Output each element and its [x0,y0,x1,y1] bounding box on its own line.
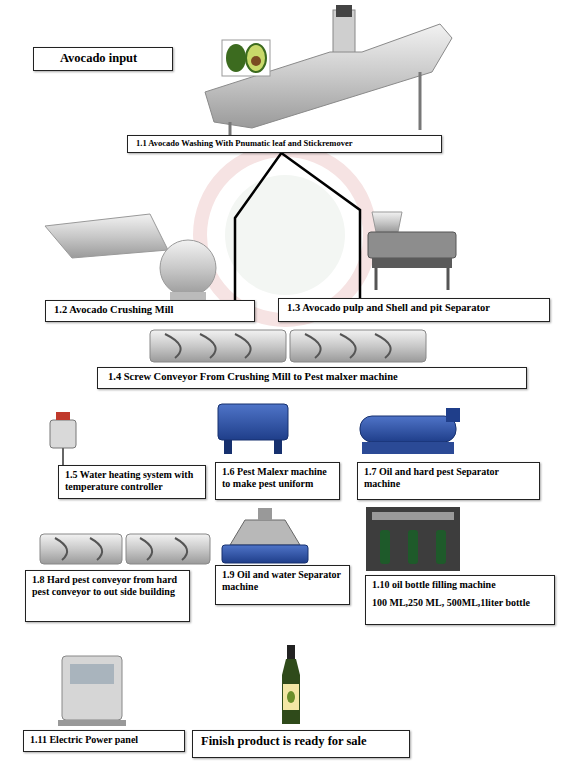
separator-bowl [230,520,300,545]
process-box: 1.7 Oil and hard pest Separator machine [357,462,540,500]
decanter-motor [446,408,460,422]
box-label: 1.1 Avocado Washing With Pnumatic leaf a… [136,138,435,148]
oil-bottle [380,530,390,564]
bottle-label-avocado [287,691,295,703]
machine-leg [229,122,232,135]
box-label: 1.4 Screw Conveyor From Crushing Mill to… [108,371,520,384]
box-note: 100 ML,250 ML, 500ML,1liter bottle [372,597,548,609]
box-label: 1.11 Electric Power panel [30,734,178,746]
machine-motor [336,5,352,17]
process-box: 1.10 oil bottle filling machine 100 ML,25… [365,575,555,625]
decanter [360,416,456,442]
panel-screen [70,664,114,684]
process-box: 1.2 Avocado Crushing Mill [45,300,255,322]
mixer-leg [224,440,232,454]
process-box: Finish product is ready for sale [192,730,410,758]
oil-bottle [408,530,418,564]
box-label: Finish product is ready for sale [201,734,403,749]
mill-hopper [45,214,168,258]
screw-conveyor [150,330,286,362]
process-box: 1.1 Avocado Washing With Pnumatic leaf a… [127,135,442,153]
separator-hopper [372,212,402,232]
process-box: 1.8 Hard pest conveyor from hard pest co… [25,570,190,622]
pulp-separator [368,232,456,258]
process-box: 1.4 Screw Conveyor From Crushing Mill to… [97,367,527,389]
mill-base [170,292,206,300]
bottle-cap [287,645,295,659]
separator-base [222,545,308,563]
washing-machine [205,24,452,128]
mixer-leg [274,440,282,454]
watermark-globe [225,175,345,295]
separator-top [258,508,272,520]
screw-conveyor [126,534,210,564]
watermark-ring [200,150,370,320]
process-box: 1.5 Water heating system with temperatur… [58,465,206,499]
avocado-photo [222,40,270,76]
panel-base [58,720,126,726]
filling-nozzles [372,512,454,520]
box-label: 1.6 Pest Malexr machine to make pest uni… [222,466,333,490]
separator-tray [372,258,452,268]
process-box: 1.9 Oil and water Separator machine [215,565,350,605]
electric-panel [62,656,122,720]
heater-lid [56,412,70,420]
process-box: 1.3 Avocado pulp and Shell and pit Separ… [278,298,550,322]
water-heater [50,420,76,448]
oil-bottle [282,659,300,724]
bottle-label [283,684,299,710]
box-label: 1.7 Oil and hard pest Separator machine [364,466,533,490]
box-label: 1.10 oil bottle filling machine [372,579,548,591]
screw-conveyor [290,330,426,362]
box-label: 1.2 Avocado Crushing Mill [54,304,248,317]
decanter-base [362,442,454,454]
screw-conveyor [40,534,122,564]
avocado [226,44,246,72]
heater-stand [62,448,64,465]
connector-line [281,153,360,298]
box-label: 1.8 Hard pest conveyor from hard pest co… [32,574,183,598]
paste-mixer [218,404,288,440]
crushing-mill [160,240,216,296]
machine-leg [419,72,422,130]
avocado-pit [251,56,261,66]
connector-line [235,153,281,300]
process-box: 1.11 Electric Power panel [23,730,185,752]
process-box: 1.6 Pest Malexr machine to make pest uni… [215,462,340,500]
separator-leg [447,268,450,290]
screw-flight [55,538,187,560]
filling-machine-photo [366,507,460,571]
oil-bottle [436,530,446,564]
input-box: Avocado input [33,47,173,71]
box-label: 1.5 Water heating system with temperatur… [65,469,199,493]
box-label: 1.9 Oil and water Separator machine [222,569,343,593]
box-label: 1.3 Avocado pulp and Shell and pit Separ… [287,302,543,315]
box-label: Avocado input [60,51,166,66]
avocado-half [246,44,266,72]
separator-leg [375,268,378,290]
screw-flight [165,334,391,358]
